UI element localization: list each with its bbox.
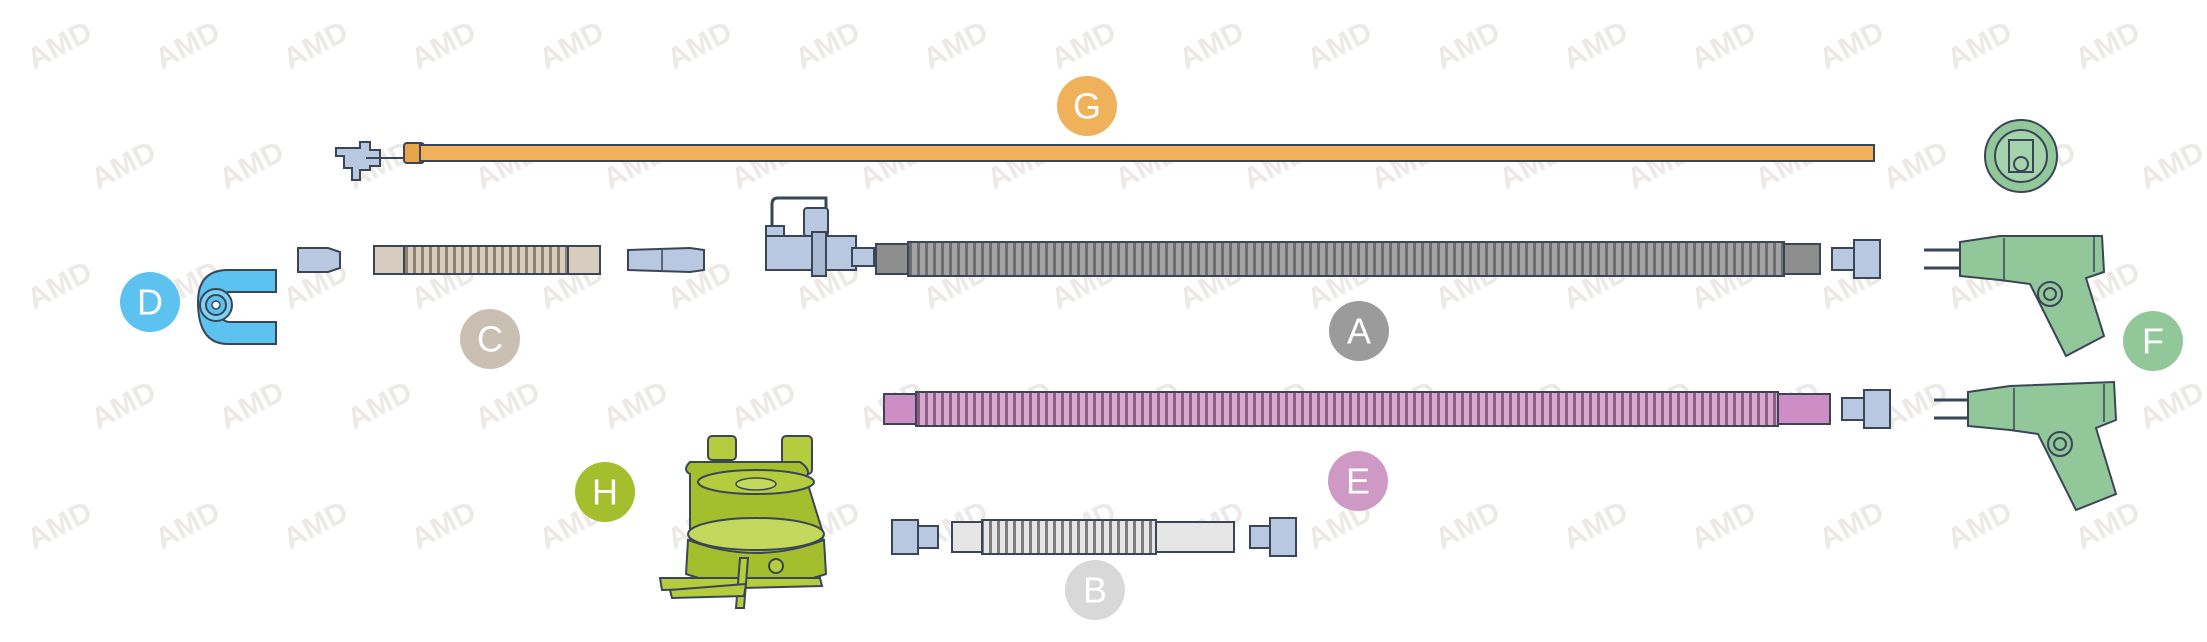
watermark-text: AMD bbox=[2134, 375, 2207, 436]
watermark-text: AMD bbox=[150, 495, 226, 556]
watermark-text: AMD bbox=[86, 135, 162, 196]
badge-d-circle bbox=[120, 272, 180, 332]
watermark-text: AMD bbox=[2134, 135, 2207, 196]
watermark-text: AMD bbox=[1686, 495, 1762, 556]
watermark-text: AMD bbox=[1046, 15, 1122, 76]
badge-e: E bbox=[1328, 451, 1388, 511]
watermark-text: AMD bbox=[534, 15, 610, 76]
watermark-text: AMD bbox=[1942, 495, 2018, 556]
watermark-text: AMD bbox=[278, 495, 354, 556]
badge-a: A bbox=[1329, 301, 1389, 361]
watermark-text: AMD bbox=[726, 375, 802, 436]
watermark-text: AMD bbox=[1558, 15, 1634, 76]
watermark-text: AMD bbox=[22, 495, 98, 556]
badge-a-label: A bbox=[1347, 311, 1371, 352]
component-h-humidifier-chamber bbox=[658, 435, 828, 609]
watermark-text: AMD bbox=[598, 375, 674, 436]
badge-f: F bbox=[2123, 311, 2183, 371]
component-b-tube bbox=[891, 517, 1297, 557]
watermark-text: AMD bbox=[2070, 15, 2146, 76]
badge-d-label: D bbox=[137, 282, 163, 323]
badge-b: B bbox=[1065, 560, 1125, 620]
badge-g-label: G bbox=[1073, 86, 1101, 127]
badge-f-circle bbox=[2123, 311, 2183, 371]
watermark-text: AMD bbox=[1558, 495, 1634, 556]
badge-c: C bbox=[460, 309, 520, 369]
watermark-text: AMD bbox=[918, 15, 994, 76]
watermark-text: AMD bbox=[1302, 15, 1378, 76]
watermark-text: AMD bbox=[662, 15, 738, 76]
watermark-text: AMD bbox=[1878, 135, 1954, 196]
watermark-text: AMD bbox=[1430, 15, 1506, 76]
watermark-text: AMD bbox=[278, 15, 354, 76]
badge-c-label: C bbox=[477, 319, 503, 360]
watermark-text: AMD bbox=[22, 15, 98, 76]
badge-e-label: E bbox=[1346, 461, 1370, 502]
component-d-mount bbox=[196, 269, 277, 345]
badge-h-label: H bbox=[592, 472, 618, 513]
component-g-tube bbox=[335, 141, 1875, 181]
component-e-tube bbox=[883, 389, 1891, 429]
watermark-text: AMD bbox=[1814, 15, 1890, 76]
watermark-text: AMD bbox=[470, 375, 546, 436]
watermark-text: AMD bbox=[86, 375, 162, 436]
watermark-text: AMD bbox=[1942, 15, 2018, 76]
watermark-text: AMD bbox=[22, 255, 98, 316]
badge-a-circle bbox=[1329, 301, 1389, 361]
watermark-text: AMD bbox=[214, 135, 290, 196]
badge-c-circle bbox=[460, 309, 520, 369]
watermark-text: AMD bbox=[1686, 15, 1762, 76]
badge-h: H bbox=[575, 462, 635, 522]
watermark-text: AMD bbox=[214, 375, 290, 436]
watermark-text: AMD bbox=[790, 15, 866, 76]
badge-d: D bbox=[120, 272, 180, 332]
watermark-text: AMD bbox=[150, 15, 226, 76]
watermark-text: AMD bbox=[406, 495, 482, 556]
badge-h-circle bbox=[575, 462, 635, 522]
badge-g: G bbox=[1057, 76, 1117, 136]
badge-e-circle bbox=[1328, 451, 1388, 511]
watermark-text: AMD bbox=[1814, 495, 1890, 556]
component-c-tube bbox=[297, 245, 705, 275]
sampling-port-valve bbox=[765, 196, 875, 277]
component-a-tube bbox=[875, 239, 1881, 279]
watermark-text: AMD bbox=[342, 375, 418, 436]
badge-b-circle bbox=[1065, 560, 1125, 620]
component-f-mask-connectors bbox=[1924, 119, 2118, 512]
badge-f-label: F bbox=[2142, 321, 2164, 362]
watermark-text: AMD bbox=[1174, 15, 1250, 76]
watermark-text: AMD bbox=[406, 15, 482, 76]
watermark-text: AMD bbox=[1430, 495, 1506, 556]
badge-b-label: B bbox=[1083, 570, 1107, 611]
badge-g-circle bbox=[1057, 76, 1117, 136]
